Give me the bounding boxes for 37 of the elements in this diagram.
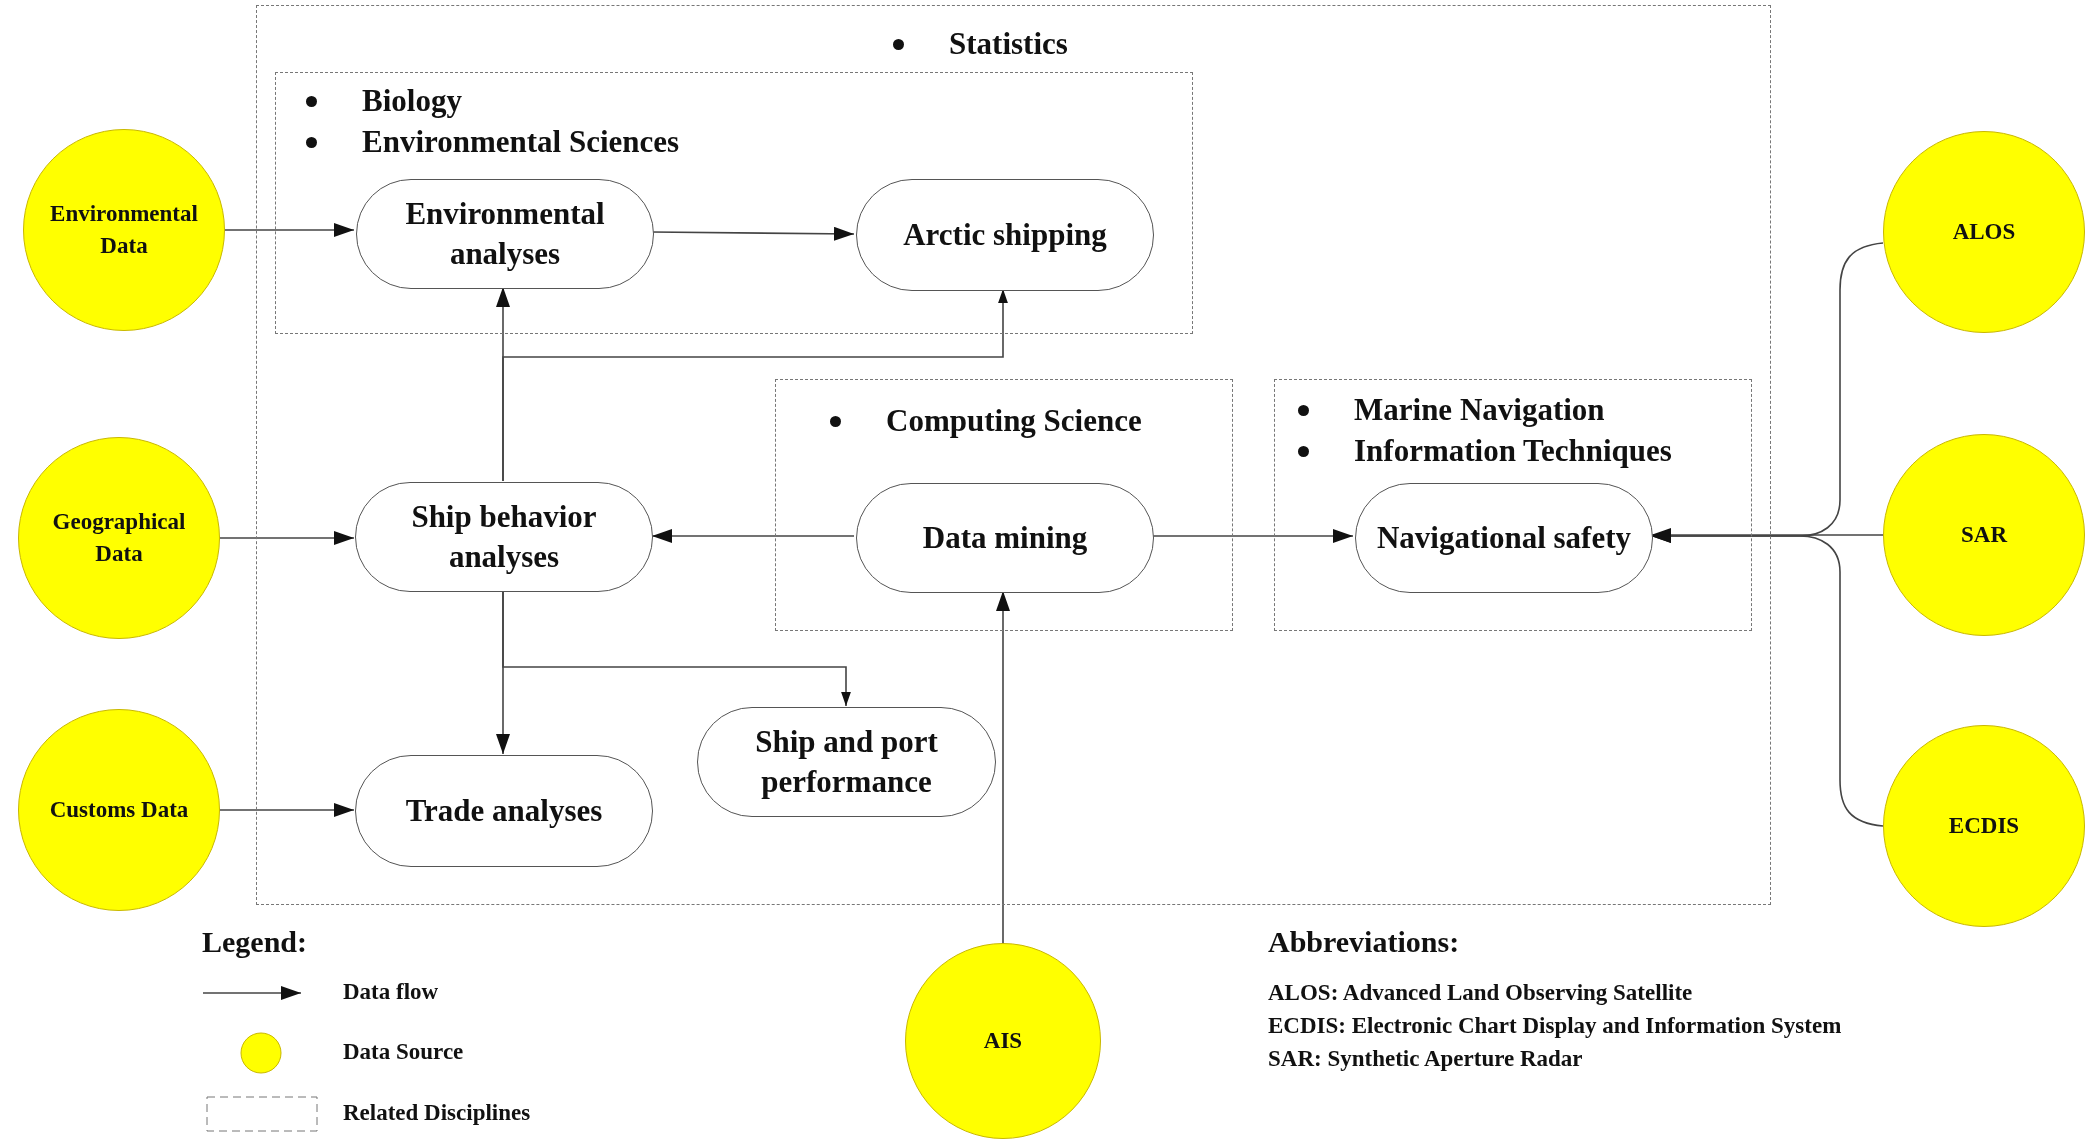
legend-label: Related Disciplines: [343, 1100, 531, 1126]
dashed-group-box: [256, 5, 1771, 905]
abbreviations-heading: Abbreviations:: [1268, 925, 1460, 959]
dashed-group-box: [1274, 379, 1752, 631]
process-node: Arctic shipping: [856, 179, 1154, 291]
process-node: Trade analyses: [355, 755, 653, 867]
process-node: Environmental analyses: [356, 179, 654, 289]
abbreviation-note: ECDIS: Electronic Chart Display and Information System: [1268, 1013, 1842, 1039]
legend-heading: Legend:: [202, 925, 307, 959]
discipline-list-item: Environmental Sciences: [306, 124, 680, 160]
dashed-group-box: [275, 72, 1193, 334]
data-flow-arrow: [219, 531, 355, 545]
data-source-circle: ECDIS: [1883, 725, 2085, 927]
data-source-circle: ALOS: [1883, 131, 2085, 333]
legend-label: Data Source: [343, 1039, 464, 1065]
data-flow-arrow: [502, 590, 851, 707]
process-node: Navigational safety: [1355, 483, 1653, 593]
legend-label: Data flow: [343, 979, 439, 1005]
discipline-list-item: Biology: [306, 83, 462, 119]
data-flow-arrow: [651, 529, 855, 543]
data-source-circle: SAR: [1883, 434, 2085, 636]
dashed-group-box: [775, 379, 1233, 631]
process-node: Data mining: [856, 483, 1154, 593]
data-flow-arrow: [219, 803, 355, 817]
abbreviation-note: SAR: Synthetic Aperture Radar: [1268, 1046, 1583, 1072]
discipline-list-item: Computing Science: [830, 403, 1142, 439]
discipline-list-item: Marine Navigation: [1298, 392, 1605, 428]
data-source-circle: Geographical Data: [18, 437, 220, 639]
data-source-circle: Environmental Data: [23, 129, 225, 331]
data-source-circle: Customs Data: [18, 709, 220, 911]
abbreviation-note: ALOS: Advanced Land Observing Satellite: [1268, 980, 1693, 1006]
discipline-list-item: Statistics: [893, 26, 1068, 62]
process-node: Ship behavior analyses: [355, 482, 653, 592]
process-node: Ship and port performance: [697, 707, 996, 817]
data-source-circle: AIS: [905, 943, 1101, 1139]
data-flow-arrow: [224, 223, 355, 237]
discipline-list-item: Information Techniques: [1298, 433, 1672, 469]
